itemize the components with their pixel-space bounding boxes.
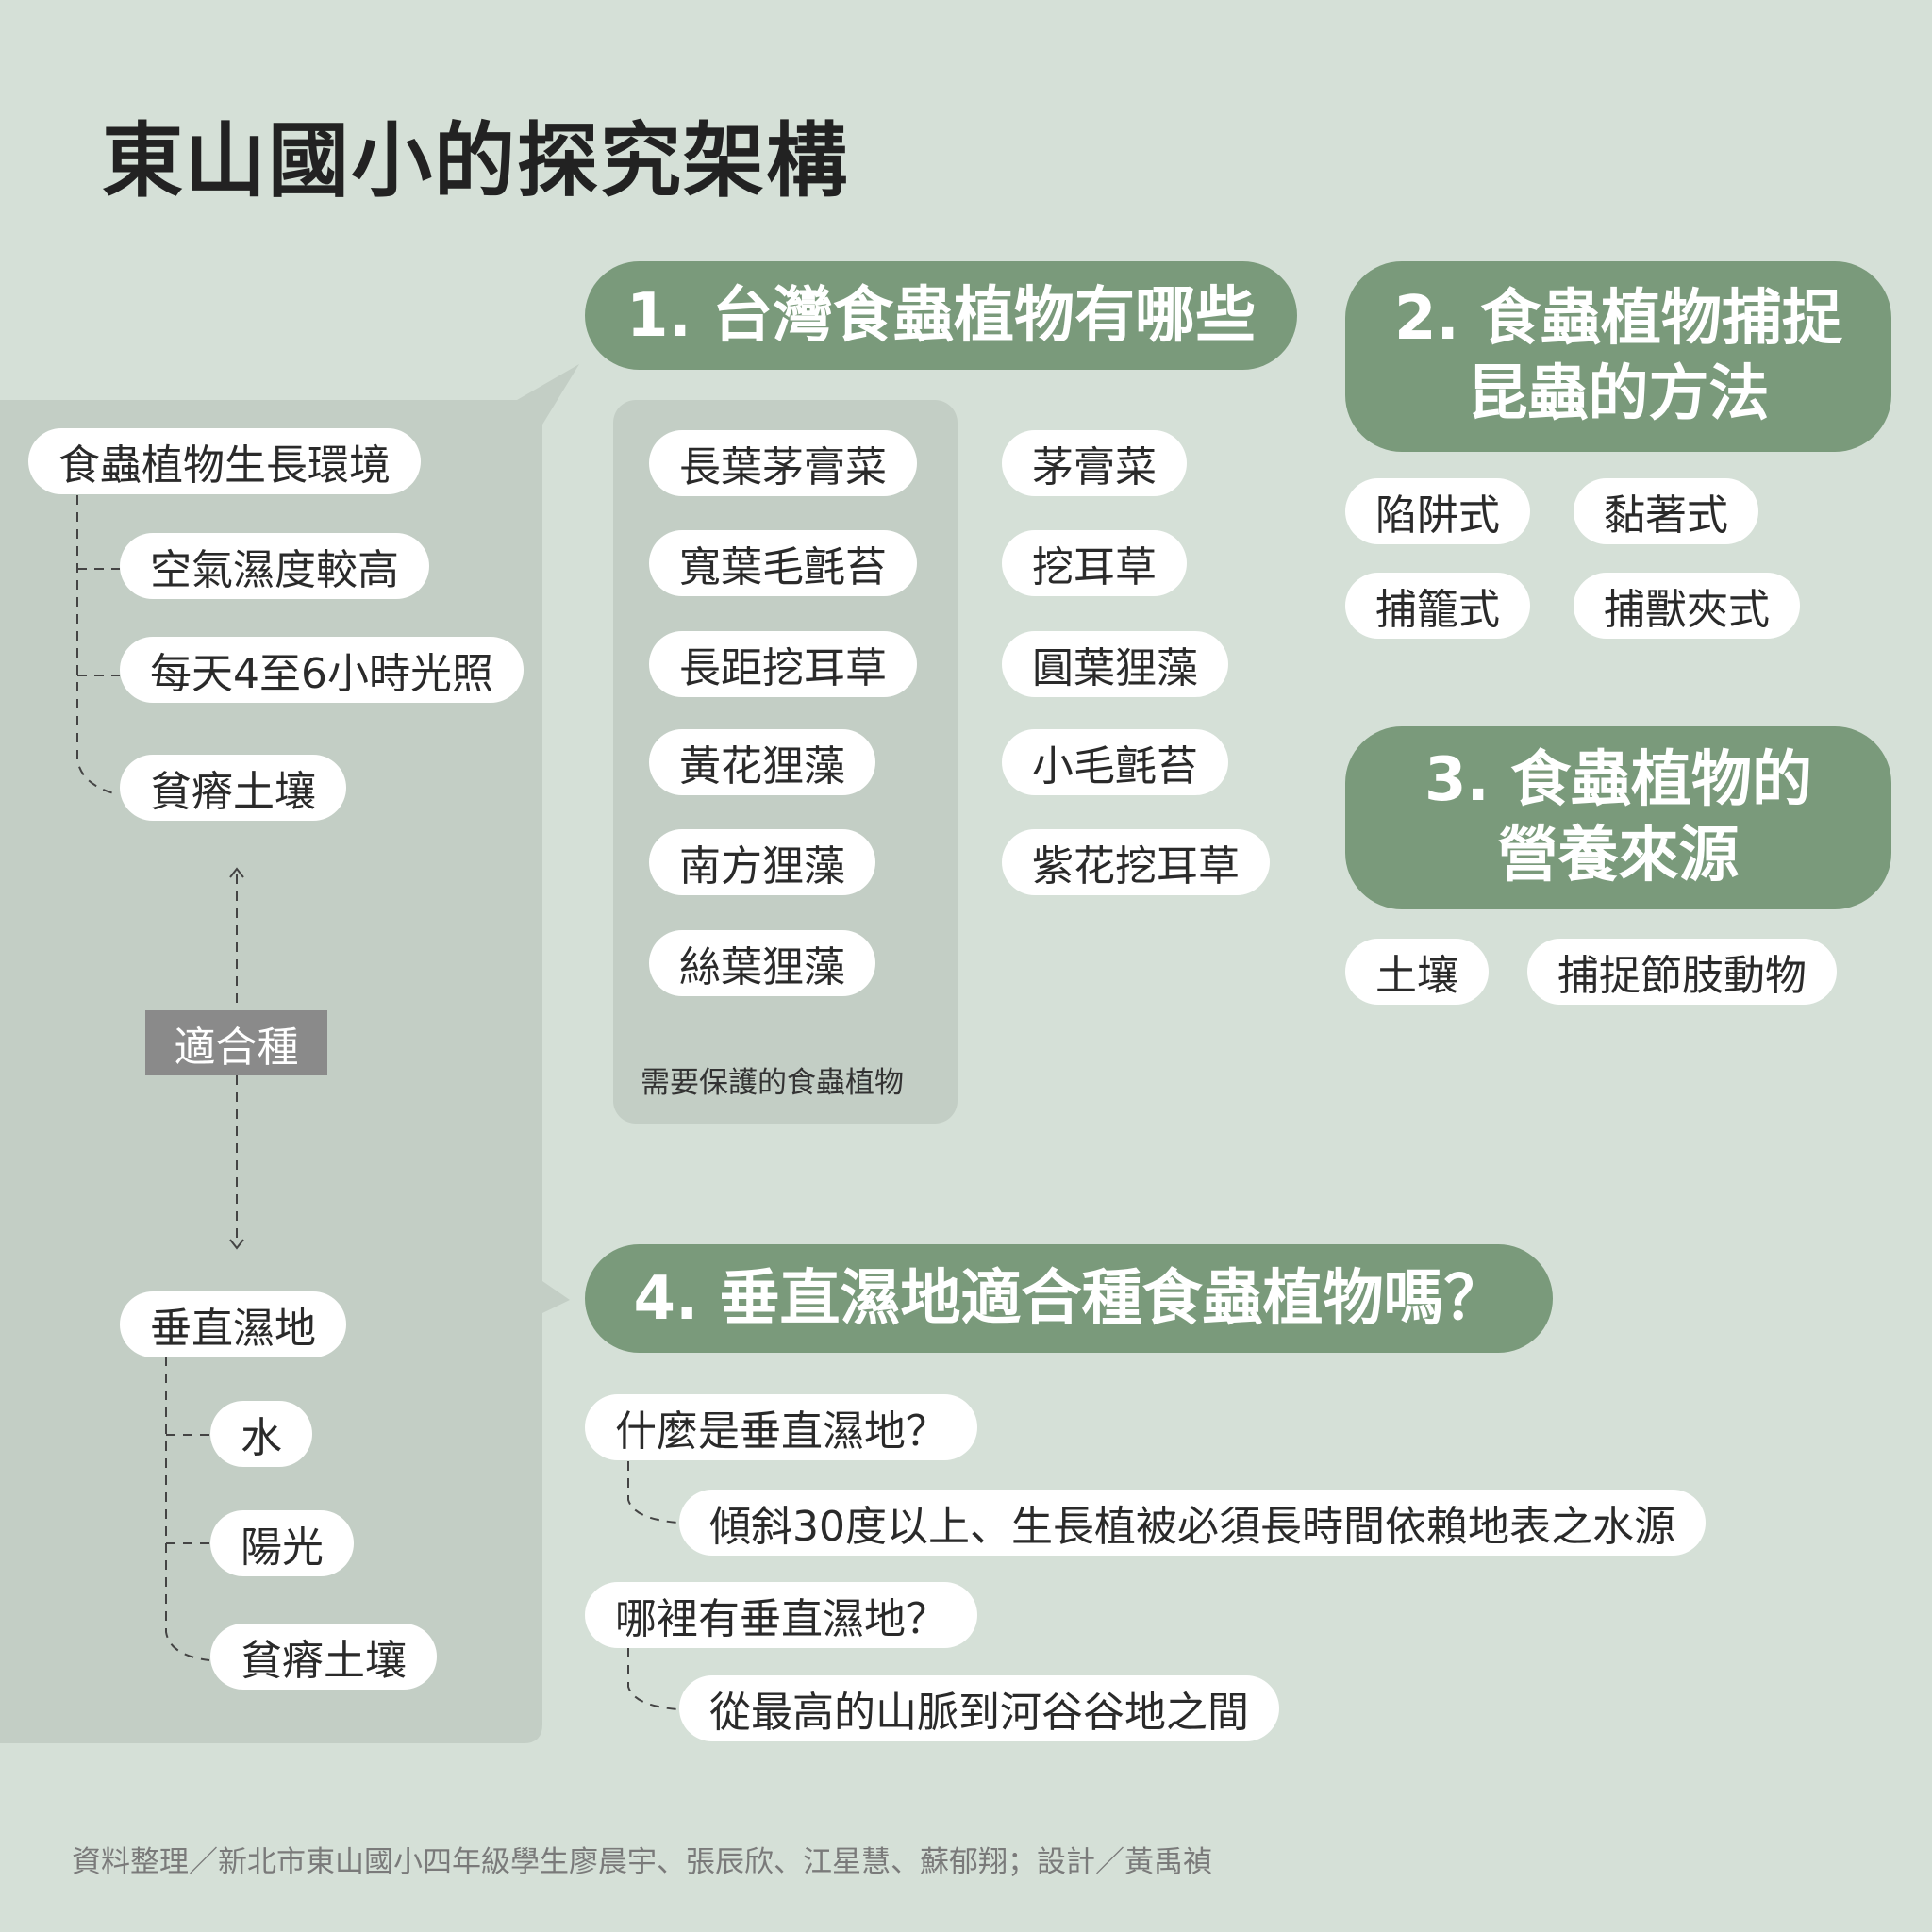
plant: 挖耳草 — [1002, 530, 1187, 596]
nutrition-source: 捕捉節肢動物 — [1527, 939, 1837, 1005]
section1-header: 1. 台灣食蟲植物有哪些 — [585, 261, 1297, 370]
protected-label: 需要保護的食蟲植物 — [641, 1066, 904, 1100]
protected-plant: 黃花狸藻 — [649, 729, 875, 795]
protected-plant: 寬葉毛氈苔 — [649, 530, 917, 596]
section2-header: 2. 食蟲植物捕捉 昆蟲的方法 — [1345, 261, 1891, 452]
wetland-item: 貧瘠土壤 — [210, 1624, 437, 1690]
question-pill: 哪裡有垂直濕地？ — [585, 1582, 977, 1648]
wetland-title-pill: 垂直濕地 — [120, 1291, 346, 1357]
protected-plant: 長距挖耳草 — [649, 631, 917, 697]
section3-header-line1: 3. 食蟲植物的 — [1424, 745, 1813, 815]
plant: 茅膏菜 — [1002, 430, 1187, 496]
protected-plant: 南方狸藻 — [649, 829, 875, 895]
env-item: 貧瘠土壤 — [120, 755, 346, 821]
protected-plant: 絲葉狸藻 — [649, 930, 875, 996]
suitable-label: 適合種 — [145, 1010, 327, 1075]
env-item: 空氣濕度較高 — [120, 533, 429, 599]
credits-footer: 資料整理／新北市東山國小四年級學生廖晨宇、張辰欣、江星慧、蘇郁翔；設計／黃禹禎 — [72, 1845, 1212, 1879]
section3-header: 3. 食蟲植物的 營養來源 — [1345, 726, 1891, 909]
answer-pill: 從最高的山脈到河谷谷地之間 — [679, 1675, 1279, 1741]
section3-header-line2: 營養來源 — [1497, 821, 1740, 891]
capture-method: 捕獸夾式 — [1574, 573, 1800, 639]
capture-method: 捕籠式 — [1345, 573, 1530, 639]
wetland-item: 水 — [210, 1401, 312, 1467]
env-item: 每天4至6小時光照 — [120, 637, 524, 703]
plant: 紫花挖耳草 — [1002, 829, 1270, 895]
answer-pill: 傾斜30度以上、生長植被必須長時間依賴地表之水源 — [679, 1490, 1706, 1556]
wetland-item: 陽光 — [210, 1510, 354, 1576]
protected-plant: 長葉茅膏菜 — [649, 430, 917, 496]
question-pill: 什麼是垂直濕地？ — [585, 1394, 977, 1460]
section4-header: 4. 垂直濕地適合種食蟲植物嗎？ — [585, 1244, 1553, 1353]
page-title: 東山國小的探究架構 — [102, 114, 849, 208]
plant: 圓葉狸藻 — [1002, 631, 1228, 697]
env-title-pill: 食蟲植物生長環境 — [28, 428, 421, 494]
plant: 小毛氈苔 — [1002, 729, 1228, 795]
nutrition-source: 土壤 — [1345, 939, 1489, 1005]
capture-method: 陷阱式 — [1345, 478, 1530, 544]
section2-header-line2: 昆蟲的方法 — [1467, 359, 1770, 429]
section2-header-line1: 2. 食蟲植物捕捉 — [1393, 284, 1843, 354]
capture-method: 黏著式 — [1574, 478, 1758, 544]
